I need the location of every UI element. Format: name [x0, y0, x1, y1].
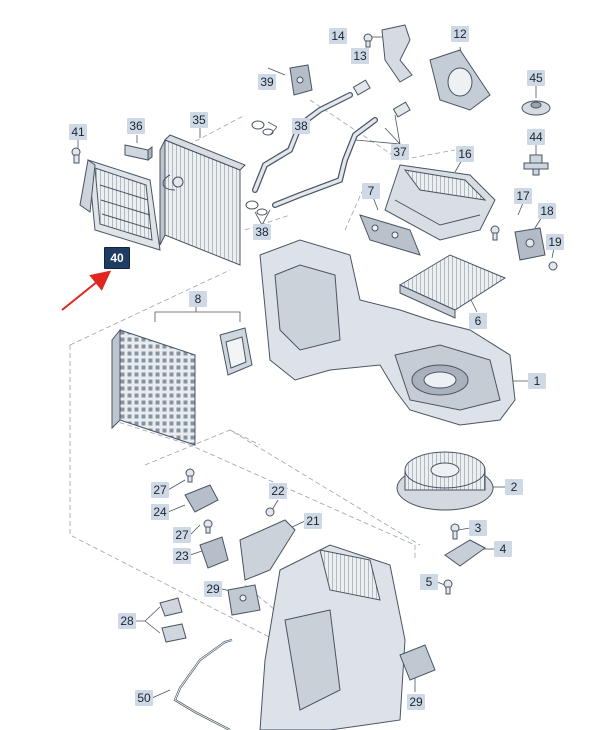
part-24-actuator: [184, 484, 219, 513]
callout-part-37: 37: [391, 144, 409, 160]
part-27-screw-upper: [185, 468, 195, 483]
callout-part-29-right: 29: [407, 694, 425, 710]
callout-part-45: 45: [527, 70, 545, 86]
part-18-actuator: [514, 227, 546, 261]
callout-part-12: 12: [451, 26, 469, 42]
callout-part-41: 41: [69, 124, 87, 140]
part-29-servo-left: [227, 584, 261, 616]
part-5-screw: [443, 579, 453, 595]
part-39-sensor: [289, 64, 313, 96]
callout-part-2: 2: [505, 479, 523, 495]
callout-part-1: 1: [528, 373, 546, 389]
part-8-seal: [219, 327, 253, 376]
callout-part-24: 24: [151, 504, 169, 520]
callout-part-21: 21: [304, 513, 322, 529]
callout-part-50: 50: [135, 690, 153, 706]
callout-part-3: 3: [469, 520, 487, 536]
lower-heater-box: [259, 544, 406, 730]
part-27-screw-lower: [203, 519, 213, 534]
callout-part-23: 23: [173, 548, 191, 564]
callout-part-44: 44: [527, 129, 545, 145]
part-37-fittings: [352, 79, 411, 118]
part-22-screw: [265, 507, 275, 517]
part-41-screw: [71, 147, 81, 164]
callout-part-27-lower: 27: [173, 527, 191, 543]
callout-part-7: 7: [362, 183, 380, 199]
callout-part-40-highlighted[interactable]: 40: [104, 247, 130, 269]
part-17-screw: [490, 225, 500, 241]
part-7-gasket: [359, 214, 421, 256]
part-3-screw: [450, 523, 460, 540]
part-29-servo-right: [399, 644, 436, 681]
part-19-screw: [548, 261, 558, 271]
part-13-bracket: [381, 24, 413, 83]
callout-part-27-upper: 27: [151, 482, 169, 498]
part-16-distribution-housing: [384, 164, 496, 241]
callout-part-19: 19: [546, 234, 564, 250]
part-12-seal: [429, 49, 491, 111]
part-45-grommet: [521, 100, 551, 116]
part-23-actuator: [199, 536, 229, 569]
callout-part-38-upper: 38: [292, 118, 310, 134]
part-36-clip: [124, 144, 153, 161]
part-2-blower-motor: [396, 451, 494, 511]
part-6-cabin-filter: [398, 254, 507, 319]
callout-part-8: 8: [189, 291, 207, 307]
part-38-refrigerant-lines-inner: [253, 93, 377, 207]
part-35-evaporator: [159, 134, 246, 266]
callout-part-13: 13: [351, 48, 369, 64]
part-38-o-rings: [245, 120, 274, 216]
callout-part-14: 14: [329, 28, 347, 44]
part-8-filter: [111, 328, 196, 446]
callout-part-22: 22: [269, 483, 287, 499]
callout-part-6: 6: [469, 313, 487, 329]
part-44-sensor: [523, 154, 549, 176]
red-pointer-arrow: [61, 270, 112, 311]
callout-part-18: 18: [538, 203, 556, 219]
part-28-sensors: [159, 597, 187, 643]
part-50-wire-inner: [174, 639, 233, 730]
part-40-heater-core: [79, 159, 161, 251]
callout-part-29-left: 29: [204, 581, 222, 597]
part-1-main-housing: [259, 239, 516, 426]
callout-part-4: 4: [494, 541, 512, 557]
callout-part-36: 36: [127, 118, 145, 134]
part-4-resistor: [444, 539, 486, 567]
callout-part-39: 39: [258, 74, 276, 90]
callout-part-38-lower: 38: [253, 224, 271, 240]
callout-part-28: 28: [118, 613, 136, 629]
callout-part-16: 16: [456, 146, 474, 162]
callout-part-5: 5: [420, 574, 438, 590]
part-14-screw: [363, 33, 373, 48]
callout-part-17: 17: [514, 188, 532, 204]
part-21-bracket: [239, 519, 296, 581]
callout-part-35: 35: [190, 112, 208, 128]
